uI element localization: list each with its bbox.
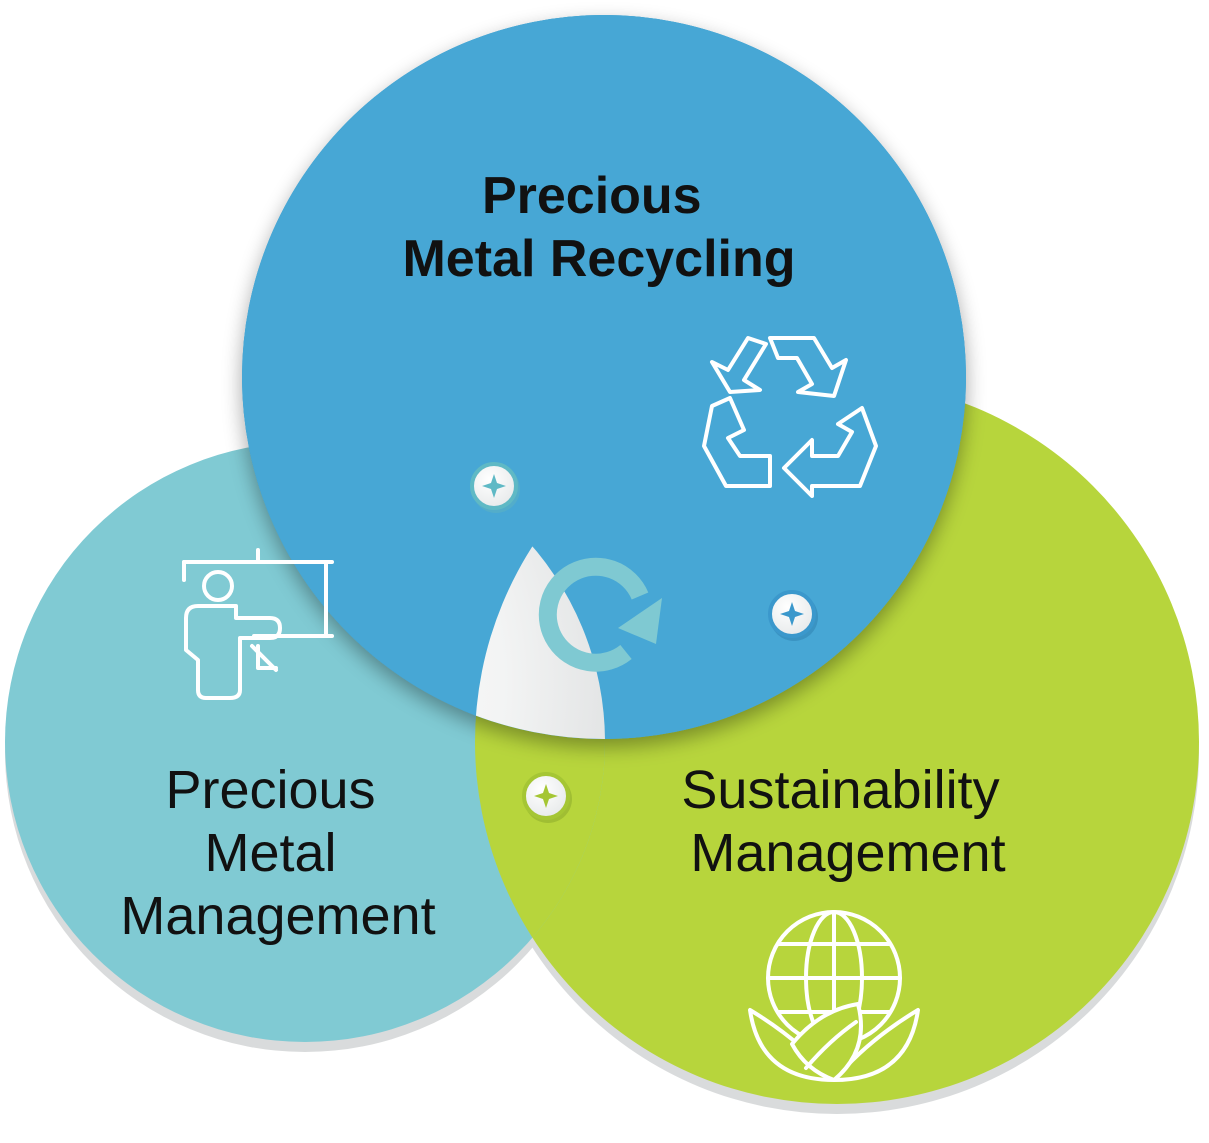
recycling-title-line-1: Precious [482,167,702,225]
recycling-title-line-2: Metal Recycling [402,230,795,288]
plus-circle-icon[interactable] [470,462,520,513]
plus-circle-icon[interactable] [768,590,818,641]
globe-leaves-icon [748,910,920,1082]
sustainability-title-line-1: Sustainability [681,760,999,820]
recycle-icon [702,336,878,498]
plus-circle-icon[interactable] [522,772,572,823]
sustainability-title: Sustainability Management [681,760,1014,883]
refresh-cycle-icon [538,557,662,672]
management-title: Precious Metal Management [120,760,435,946]
management-title-line-1: Precious [165,760,375,820]
recycling-title: Precious Metal Recycling [402,167,795,288]
sustainability-title-line-2: Management [690,823,1005,883]
management-title-line-3: Management [120,886,435,946]
management-title-line-2: Metal [204,823,336,883]
presentation-board-icon [182,548,334,700]
recycling-circle-fill [242,15,966,739]
